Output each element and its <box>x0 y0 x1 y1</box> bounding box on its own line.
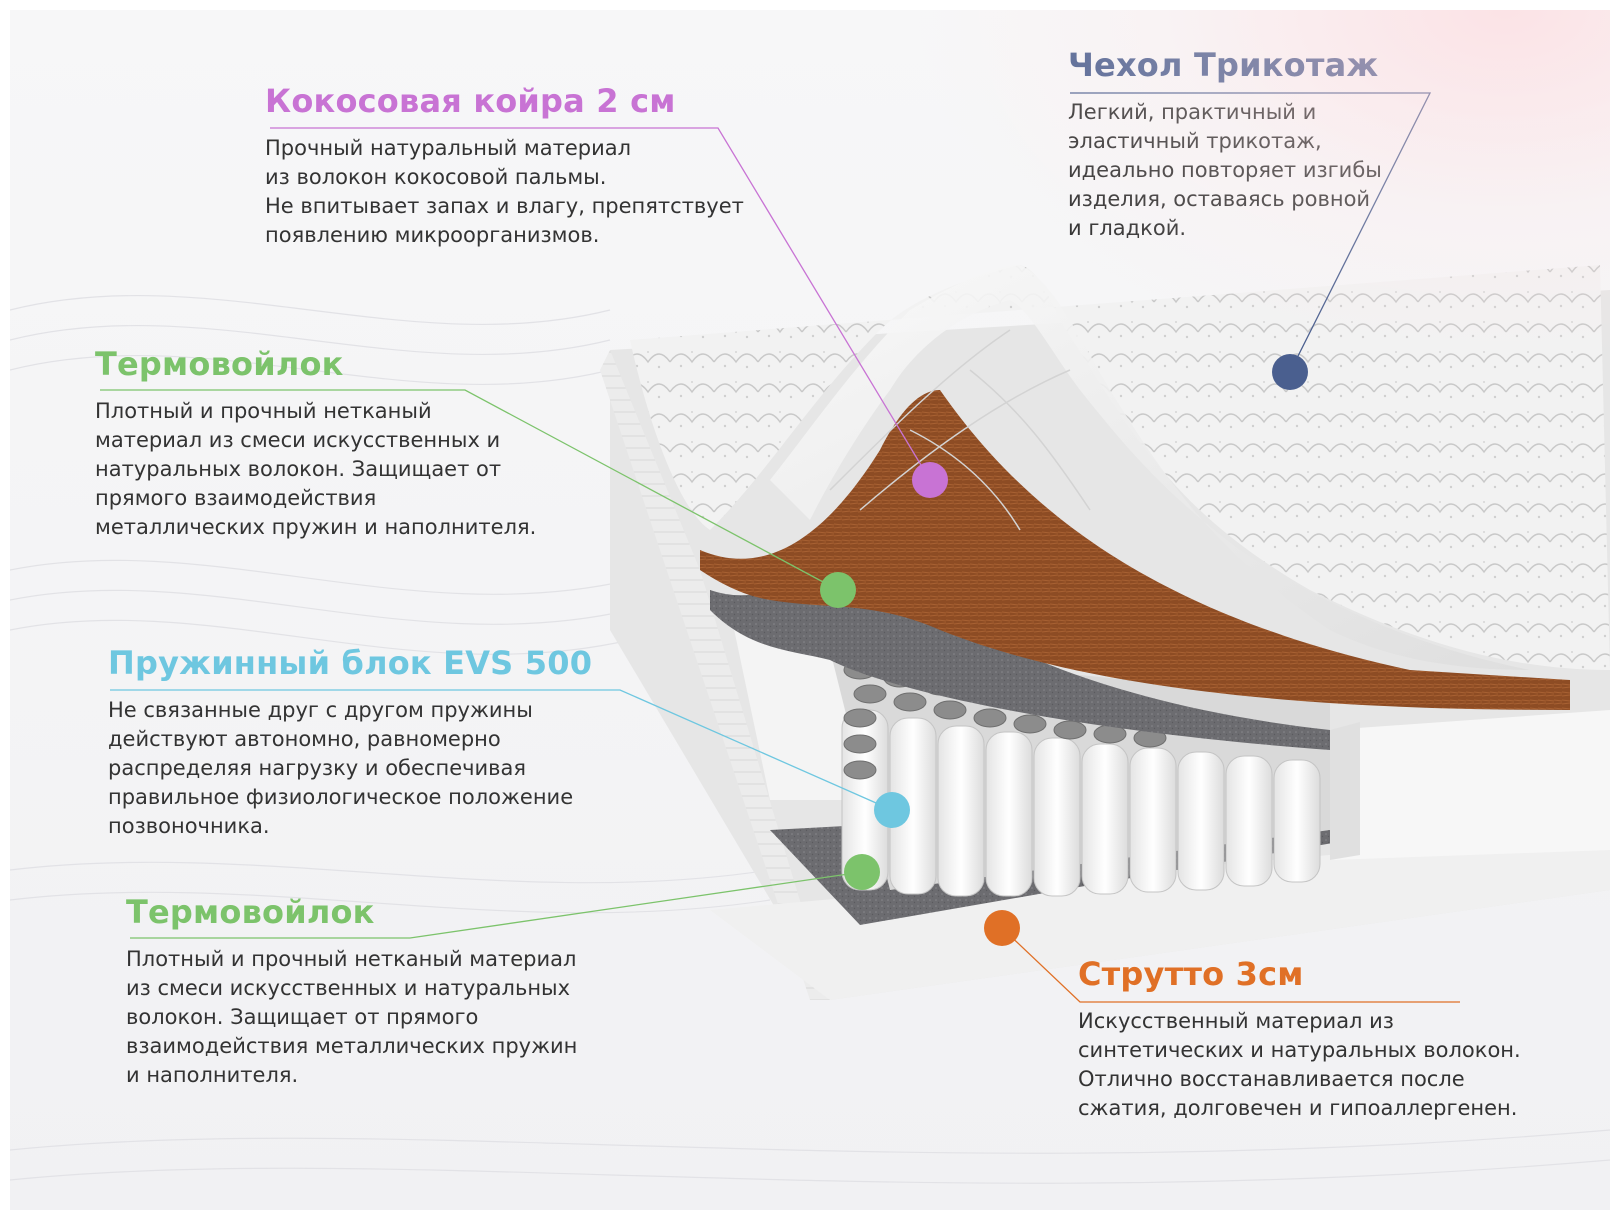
description-line: взаимодействия металлических пружин <box>126 1034 578 1058</box>
description-line: изделия, оставаясь ровной <box>1068 187 1371 211</box>
callout-heading: Термовойлок <box>95 345 344 383</box>
callout-coconut: Кокосовая койра 2 см Прочный натуральный… <box>265 82 744 250</box>
spring-block-drawing <box>830 650 1330 897</box>
callout-springs: Пружинный блок EVS 500 Не связанные друг… <box>108 644 592 841</box>
description-line: материал из смеси искусственных и <box>95 428 501 452</box>
description-line: идеально повторяет изгибы <box>1068 158 1382 182</box>
callout-description: Искусственный материал из синтетических … <box>1078 1007 1521 1123</box>
description-line: Прочный натуральный материал <box>265 136 632 160</box>
springs-marker <box>874 792 910 828</box>
description-line: Не впитывает запах и влагу, препятствует <box>265 194 744 218</box>
callout-description: Не связанные друг с другом пружины дейст… <box>108 696 592 841</box>
description-line: волокон. Защищает от прямого <box>126 1005 479 1029</box>
springs-connector <box>110 689 910 828</box>
felt-bottom-marker <box>844 854 880 890</box>
coconut-connector <box>270 127 948 498</box>
callout-felt-top: Термовойлок Плотный и прочный нетканый м… <box>95 345 536 542</box>
callout-heading: Чехол Трикотаж <box>1068 46 1379 84</box>
description-line: натуральных волокон. Защищает от <box>95 457 502 481</box>
strutto-marker <box>984 910 1020 946</box>
callout-description: Легкий, практичный и эластичный трикотаж… <box>1068 98 1382 243</box>
description-line: действуют автономно, равномерно <box>108 727 501 751</box>
callout-strutto: Струтто 3см Искусственный материал из си… <box>1078 955 1521 1123</box>
callout-description: Плотный и прочный нетканый материал из с… <box>95 397 536 542</box>
description-line: металлических пружин и наполнителя. <box>95 515 537 539</box>
description-line: появлению микроорганизмов. <box>265 223 600 247</box>
coconut-marker <box>912 462 948 498</box>
description-line: распределяя нагрузку и обеспечивая <box>108 756 527 780</box>
callout-heading: Термовойлок <box>126 893 375 931</box>
description-line: Отлично восстанавливается после <box>1078 1067 1465 1091</box>
felt-top-marker <box>820 572 856 608</box>
description-line: прямого взаимодействия <box>95 486 377 510</box>
description-line: сжатия, долговечен и гипоаллергенен. <box>1078 1096 1518 1120</box>
callout-heading: Пружинный блок EVS 500 <box>108 644 593 682</box>
description-line: правильное физиологическое положение <box>108 785 574 809</box>
description-line: и наполнителя. <box>126 1063 299 1087</box>
description-line: из смеси искусственных и натуральных <box>126 976 571 1000</box>
description-line: Плотный и прочный нетканый материал <box>126 947 577 971</box>
callout-cover: Чехол Трикотаж Легкий, практичный и элас… <box>1068 46 1382 243</box>
connector-lines <box>100 92 1460 1003</box>
description-line: из волокон кокосовой пальмы. <box>265 165 607 189</box>
description-line: позвоночника. <box>108 814 270 838</box>
felt-bottom-connector <box>130 854 880 939</box>
callout-description: Прочный натуральный материал из волокон … <box>265 134 744 250</box>
cover-connector <box>1070 92 1432 390</box>
callout-heading: Кокосовая койра 2 см <box>265 82 676 120</box>
description-line: Не связанные друг с другом пружины <box>108 698 533 722</box>
strutto-connector <box>984 910 1460 1003</box>
description-line: Искусственный материал из <box>1078 1009 1394 1033</box>
callout-description: Плотный и прочный нетканый материал из с… <box>126 945 577 1090</box>
description-line: Легкий, практичный и <box>1068 100 1317 124</box>
callout-heading: Струтто 3см <box>1078 955 1304 993</box>
background-waves <box>10 295 1610 1184</box>
infographic-canvas: Кокосовая койра 2 см Прочный натуральный… <box>10 10 1610 1210</box>
description-line: эластичный трикотаж, <box>1068 129 1322 153</box>
callout-felt-bottom: Термовойлок Плотный и прочный нетканый м… <box>126 893 577 1090</box>
description-line: синтетических и натуральных волокон. <box>1078 1038 1521 1062</box>
cover-marker <box>1272 354 1308 390</box>
description-line: и гладкой. <box>1068 216 1187 240</box>
felt-top-connector <box>100 389 856 608</box>
description-line: Плотный и прочный нетканый <box>95 399 432 423</box>
